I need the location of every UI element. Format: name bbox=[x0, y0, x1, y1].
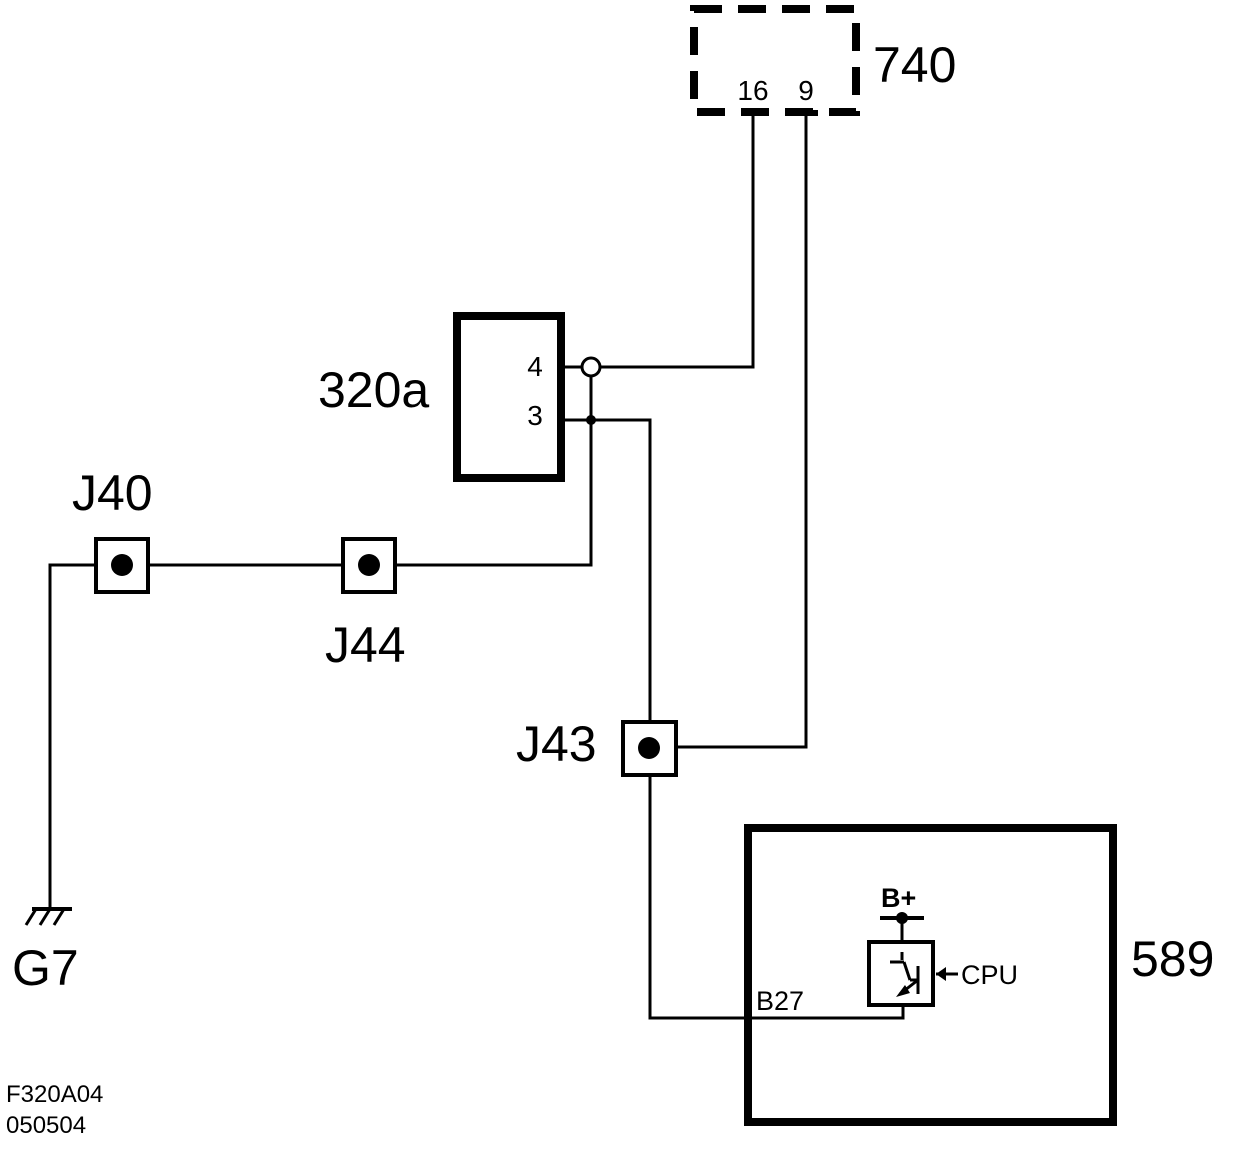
splice-j40-label: J40 bbox=[72, 465, 153, 521]
splice-j44-box bbox=[341, 537, 397, 594]
cpu-arrow-icon bbox=[936, 967, 946, 981]
transistor-icon bbox=[890, 952, 920, 997]
pin-9-label: 9 bbox=[798, 75, 814, 106]
component-740-label: 740 bbox=[873, 37, 956, 93]
wire-junction-to-j44 bbox=[396, 376, 593, 567]
component-740-outline bbox=[690, 5, 860, 116]
module-589: B27 B+ CPU bbox=[744, 824, 1117, 1126]
splice-j44-dot-icon bbox=[358, 554, 380, 576]
component-320a-box bbox=[453, 312, 565, 482]
wire-740-9-to-j43 bbox=[677, 113, 808, 749]
transistor-switch-box bbox=[867, 940, 935, 1007]
pin-4-label: 4 bbox=[527, 351, 543, 382]
component-320a: 4 3 bbox=[453, 312, 565, 482]
splice-j44-label: J44 bbox=[325, 617, 406, 673]
wire-j43-to-589-b27 bbox=[648, 775, 905, 1020]
splice-j40-box bbox=[94, 537, 150, 594]
module-589-box bbox=[744, 824, 1117, 1126]
cpu-label: CPU bbox=[961, 960, 1018, 990]
splice-j44 bbox=[341, 537, 397, 594]
wire-j40-to-g7 bbox=[48, 563, 96, 908]
ground-g7-label: G7 bbox=[12, 940, 79, 996]
splice-j43 bbox=[621, 720, 678, 777]
ground-symbol-icon bbox=[24, 907, 72, 926]
component-320a-label: 320a bbox=[318, 362, 429, 418]
pin-b27-label: B27 bbox=[756, 986, 804, 1016]
pin-16-label: 16 bbox=[737, 75, 768, 106]
wire-740-16-to-320a-4 bbox=[599, 113, 755, 369]
pin-3-label: 3 bbox=[527, 400, 543, 431]
wire-320a-3-to-j43 bbox=[561, 418, 652, 722]
splice-j40 bbox=[94, 537, 150, 594]
supply-b-plus-label: B+ bbox=[881, 883, 916, 913]
date-code: 050504 bbox=[6, 1112, 86, 1139]
splice-j40-dot-icon bbox=[111, 554, 133, 576]
component-740: 16 9 bbox=[690, 5, 860, 116]
figure-id: F320A04 bbox=[6, 1081, 103, 1108]
splice-j43-dot-icon bbox=[638, 737, 660, 759]
splice-j43-label: J43 bbox=[516, 716, 597, 772]
splice-j43-box bbox=[621, 720, 678, 777]
open-connection-icon bbox=[580, 356, 602, 378]
module-589-label: 589 bbox=[1131, 931, 1214, 987]
